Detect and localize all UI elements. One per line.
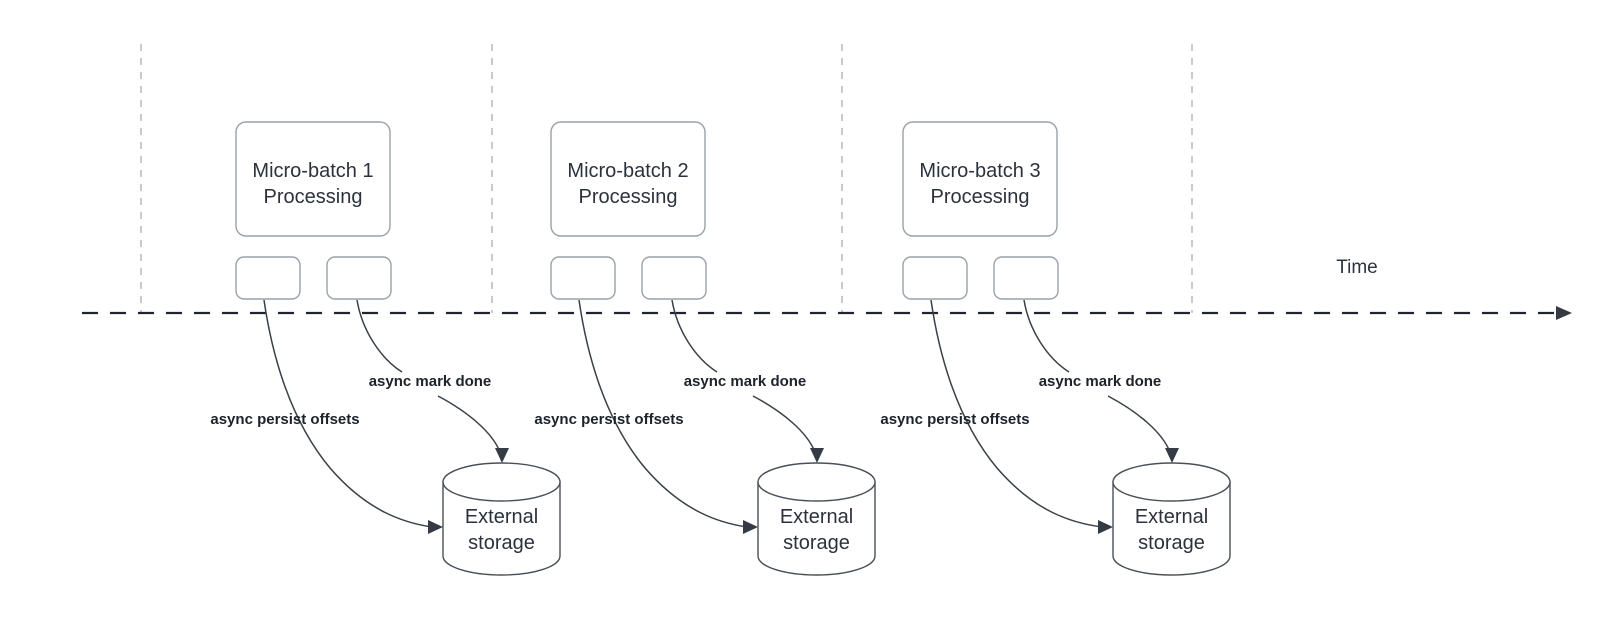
persist-offsets-label: async persist offsets xyxy=(210,411,359,428)
external-storage-cylinder[interactable] xyxy=(442,462,561,576)
timeline-axis xyxy=(82,306,1572,320)
task-box-mark-done[interactable] xyxy=(993,256,1059,300)
micro-batch-label-line1: Micro-batch 3 xyxy=(919,160,1040,182)
micro-batch-processing-box[interactable] xyxy=(550,121,706,237)
mark-done-label: async mark done xyxy=(369,373,492,390)
persist-offsets-curve xyxy=(263,299,433,528)
mark-done-arrow-icon xyxy=(1165,448,1179,463)
timeline-arrow-icon xyxy=(1556,306,1572,320)
task-box-persist[interactable] xyxy=(235,256,301,300)
external-storage-cylinder[interactable] xyxy=(1112,462,1231,576)
task-box-mark-done[interactable] xyxy=(641,256,707,300)
external-storage-cylinder[interactable] xyxy=(757,462,876,576)
micro-batch-label-line2: Processing xyxy=(579,186,678,208)
external-storage-label-line2: storage xyxy=(1138,532,1205,554)
external-storage-label-line2: storage xyxy=(783,532,850,554)
mark-done-curve xyxy=(356,299,501,453)
persist-offsets-label: async persist offsets xyxy=(534,411,683,428)
cylinder-top-ellipse xyxy=(757,462,876,502)
cylinder-top-ellipse xyxy=(1112,462,1231,502)
external-storage-label-line1: External xyxy=(780,506,853,528)
persist-offsets-label: async persist offsets xyxy=(880,411,1029,428)
micro-batch-label-line1: Micro-batch 2 xyxy=(567,160,688,182)
mark-done-label: async mark done xyxy=(684,373,807,390)
persist-offsets-arrow-icon xyxy=(428,520,443,534)
mark-done-arrow-icon xyxy=(495,448,509,463)
cylinder-body xyxy=(757,481,876,576)
persist-offsets-arrow-icon xyxy=(743,520,758,534)
cylinder-body xyxy=(1112,481,1231,576)
mark-done-label: async mark done xyxy=(1039,373,1162,390)
mark-done-curve xyxy=(1023,299,1171,453)
persist-offsets-arrow-icon xyxy=(1098,520,1113,534)
micro-batch-label-line1: Micro-batch 1 xyxy=(252,160,373,182)
divider-group xyxy=(140,44,1193,313)
cylinder-body xyxy=(442,481,561,576)
task-box-mark-done[interactable] xyxy=(326,256,392,300)
cylinder-top-ellipse xyxy=(442,462,561,502)
time-axis-label: Time xyxy=(1336,257,1378,278)
task-box-persist[interactable] xyxy=(902,256,968,300)
mark-done-arrow-icon xyxy=(810,448,824,463)
external-storage-label-line1: External xyxy=(1135,506,1208,528)
micro-batch-processing-box[interactable] xyxy=(235,121,391,237)
persist-offsets-curve xyxy=(930,299,1103,528)
mark-done-curve xyxy=(671,299,816,453)
external-storage-label-line2: storage xyxy=(468,532,535,554)
persist-offsets-curve xyxy=(578,299,748,528)
micro-batch-processing-box[interactable] xyxy=(902,121,1058,237)
task-box-persist[interactable] xyxy=(550,256,616,300)
micro-batch-label-line2: Processing xyxy=(264,186,363,208)
external-storage-label-line1: External xyxy=(465,506,538,528)
micro-batch-label-line2: Processing xyxy=(931,186,1030,208)
